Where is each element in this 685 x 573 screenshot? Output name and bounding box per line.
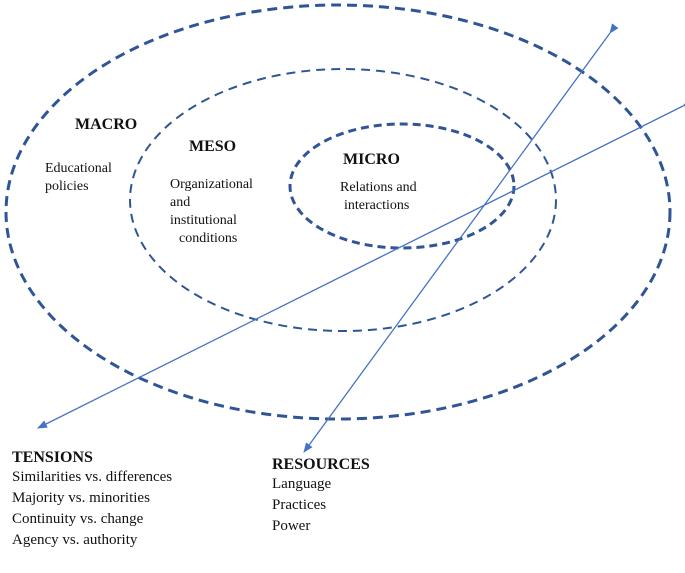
macro-description: Educational policies xyxy=(45,160,112,196)
resources-block: RESOURCES Language Practices Power xyxy=(272,456,370,537)
micro-line: interactions xyxy=(344,198,410,213)
macro-title: MACRO xyxy=(75,116,138,133)
meso-line: and xyxy=(170,195,191,210)
tensions-item: Majority vs. minorities xyxy=(12,490,150,506)
resources-item: Language xyxy=(272,476,332,492)
resources-axis-arrow xyxy=(303,23,619,453)
tensions-title: TENSIONS xyxy=(12,449,93,466)
macro-ring xyxy=(4,3,672,421)
tensions-block: TENSIONS Similarities vs. differences Ma… xyxy=(12,449,172,551)
tensions-item: Continuity vs. change xyxy=(12,511,144,527)
meso-title: MESO xyxy=(189,138,237,155)
tensions-item: Similarities vs. differences xyxy=(12,469,173,485)
micro-description: Relations and interactions xyxy=(340,179,417,215)
resources-item: Practices xyxy=(272,497,327,513)
macro-line: policies xyxy=(45,179,89,194)
meso-line: Organizational xyxy=(170,177,253,192)
tensions-item: Agency vs. authority xyxy=(12,532,138,548)
macro-line: Educational xyxy=(45,161,112,176)
resources-title: RESOURCES xyxy=(272,456,370,473)
micro-line: Relations and xyxy=(340,180,417,195)
micro-title: MICRO xyxy=(343,151,400,168)
meso-line: conditions xyxy=(179,231,238,246)
meso-line: institutional xyxy=(170,213,237,228)
resources-item: Power xyxy=(272,518,311,534)
meso-description: Organizational and institutional conditi… xyxy=(170,176,253,248)
